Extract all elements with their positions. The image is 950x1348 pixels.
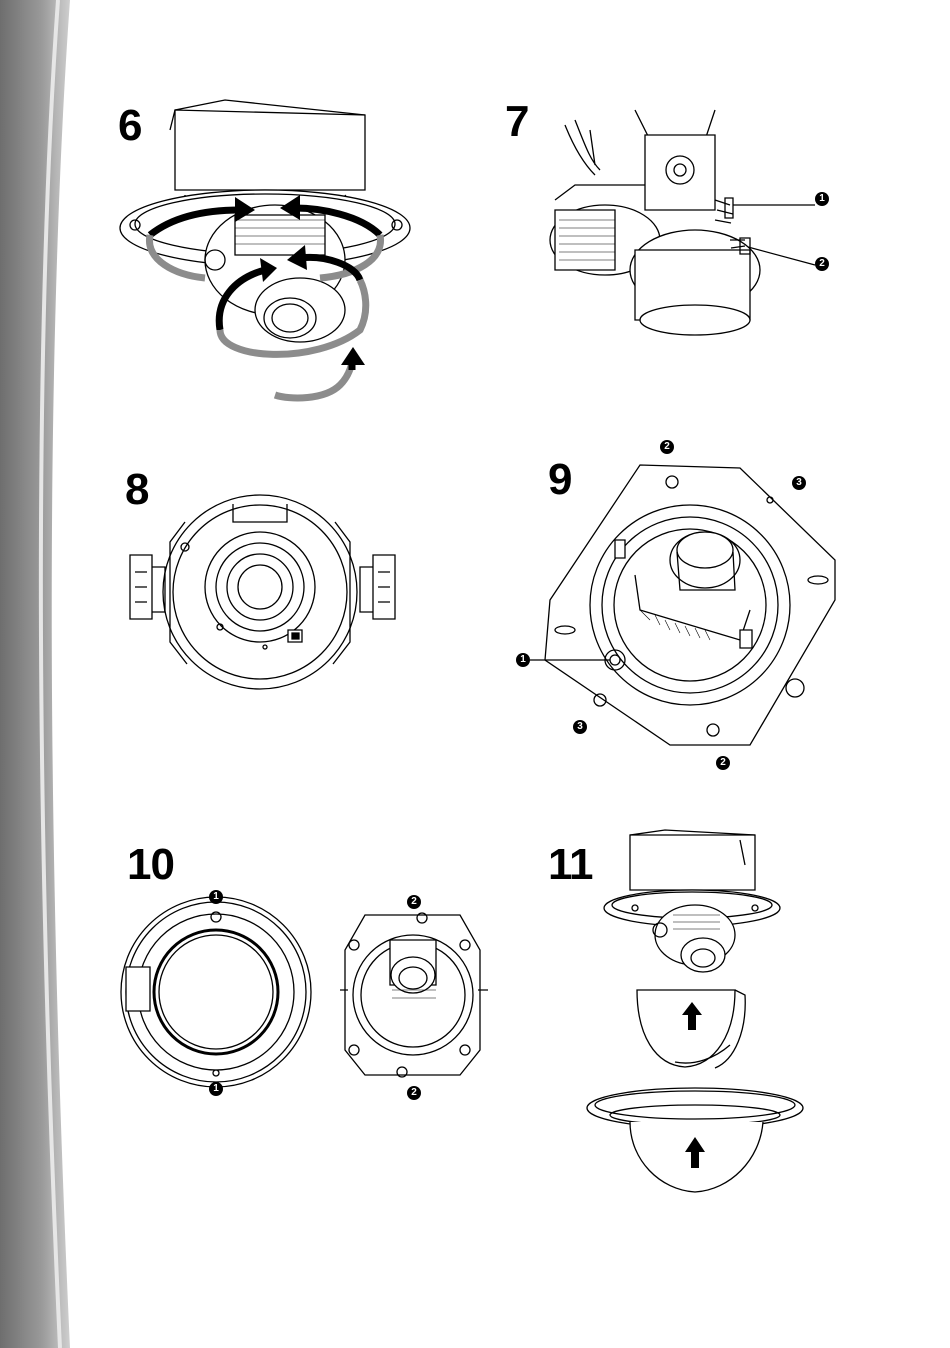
step-9-callout-3-left: 3 bbox=[573, 720, 587, 734]
step-8-illustration bbox=[125, 492, 400, 697]
step-9-callout-1: 1 bbox=[516, 653, 530, 667]
step-10-number: 10 bbox=[127, 843, 174, 887]
step-10-cover-ring-illustration bbox=[118, 895, 318, 1095]
step-7-illustration bbox=[545, 110, 805, 340]
step-9-callout-2-bottom: 2 bbox=[716, 756, 730, 770]
step-6-illustration bbox=[115, 100, 425, 410]
step-10-base-plate-illustration bbox=[340, 910, 490, 1080]
step-9-illustration bbox=[540, 460, 840, 750]
step-7-callout-2: 2 bbox=[815, 257, 829, 271]
step-10-callout-2-bottom: 2 bbox=[407, 1086, 421, 1100]
step-10-callout-1-bottom: 1 bbox=[209, 1082, 223, 1096]
step-7-callout-1: 1 bbox=[815, 192, 829, 206]
step-11-illustration bbox=[585, 830, 805, 1195]
step-7-number: 7 bbox=[505, 100, 528, 144]
step-10-callout-2-top: 2 bbox=[407, 895, 421, 909]
step-9-callout-2-top: 2 bbox=[660, 440, 674, 454]
step-9-callout-3-right: 3 bbox=[792, 476, 806, 490]
step-9-callout-1-leader bbox=[530, 659, 610, 663]
step-10-callout-1-top: 1 bbox=[209, 890, 223, 904]
